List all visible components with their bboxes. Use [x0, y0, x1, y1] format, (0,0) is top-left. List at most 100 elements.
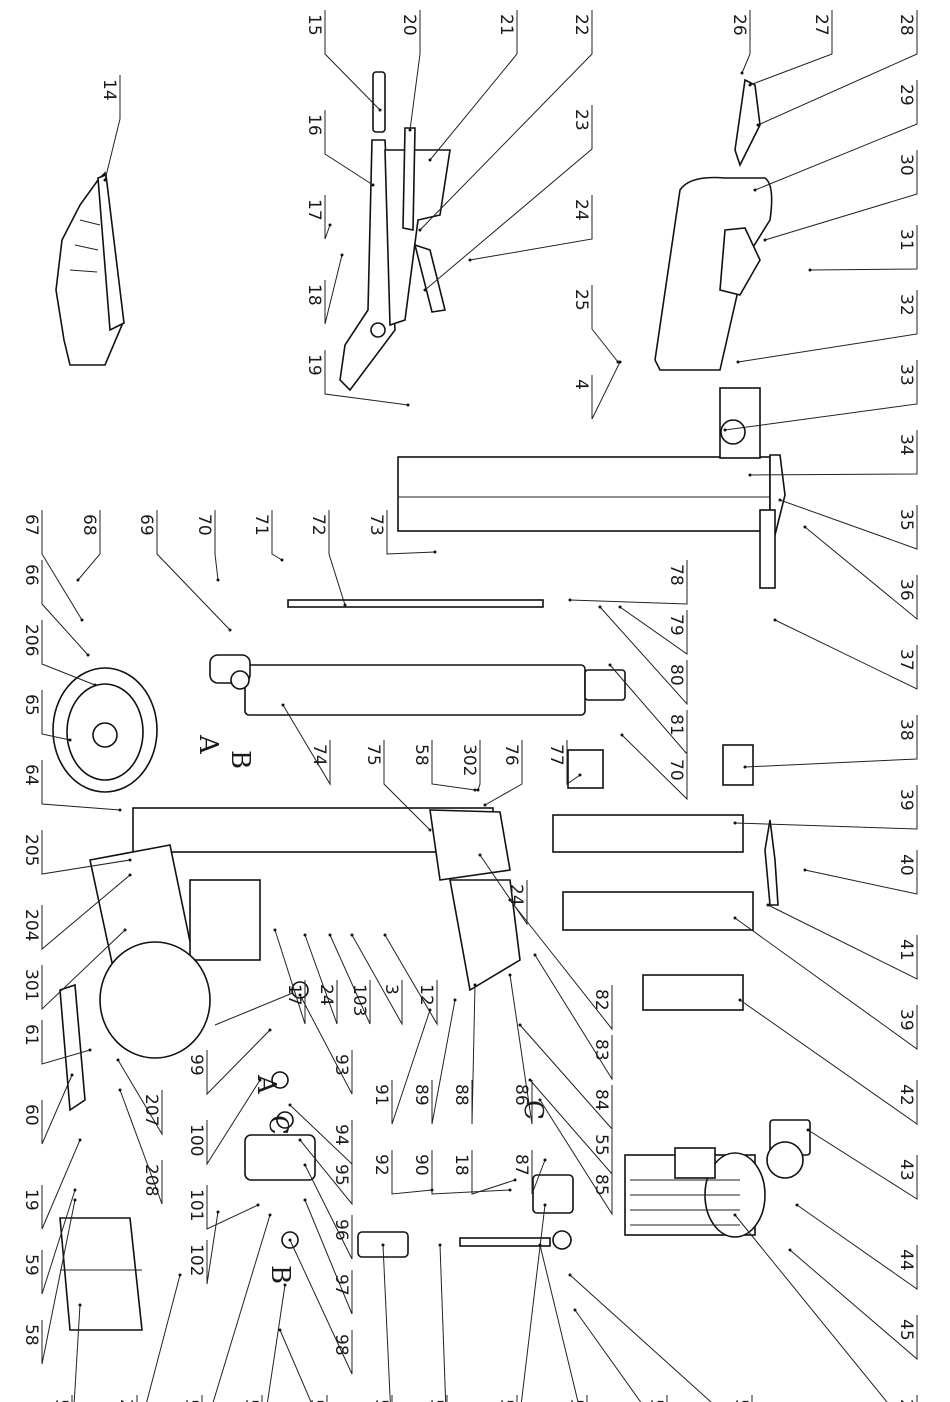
leader-dot-36 — [803, 525, 807, 529]
callout-label-36: 36 — [896, 579, 916, 601]
callout-label-58b: 58 — [21, 1324, 41, 1346]
leader-dot-73 — [433, 550, 437, 554]
callout-label-14: 14 — [99, 79, 119, 101]
callout-label-25: 25 — [571, 289, 591, 311]
leader-line-68 — [77, 510, 101, 581]
leader-dot-28b — [178, 1273, 182, 1277]
callout-label-12: 12 — [416, 984, 436, 1006]
leader-line-71 — [271, 510, 283, 561]
leader-dot-18a — [340, 253, 344, 257]
callout-label-31: 31 — [896, 229, 916, 251]
leader-dot-84 — [518, 1023, 522, 1027]
callout-label-19b: 19 — [21, 1189, 41, 1211]
leader-dot-21 — [428, 158, 432, 162]
leader-dot-66 — [86, 653, 90, 657]
leader-dot-37 — [773, 618, 777, 622]
leader-line-35 — [779, 499, 918, 550]
callout-label-96: 96 — [331, 1219, 351, 1241]
leader-dot-69 — [228, 628, 232, 632]
callout-label-102: 102 — [186, 1244, 206, 1276]
leader-line-32 — [737, 290, 918, 363]
leader-line-28b — [136, 1274, 181, 1402]
leader-dot-88 — [473, 983, 477, 987]
part-41-rod — [764, 819, 779, 906]
leader-dot-51 — [543, 1203, 547, 1207]
leader-dot-17a — [328, 223, 332, 227]
callout-label-86: 86 — [511, 1084, 531, 1106]
leader-dot-20 — [408, 128, 412, 132]
callout-label-61: 61 — [21, 1024, 41, 1046]
callout-label-67: 67 — [21, 514, 41, 536]
leader-dot-59 — [73, 1188, 77, 1192]
leader-dot-80 — [598, 605, 602, 609]
leader-dot-61 — [88, 1048, 92, 1052]
callout-label-30: 30 — [896, 154, 916, 176]
callout-label-15: 15 — [304, 14, 324, 36]
leader-line-60 — [41, 1074, 73, 1145]
part-51-pump — [459, 1174, 574, 1250]
part-frame — [89, 807, 521, 1059]
leader-line-17a — [324, 195, 331, 240]
callout-label-17a: 17 — [304, 199, 324, 221]
leader-dot-33 — [723, 428, 727, 432]
callout-label-202: 202 — [896, 1399, 916, 1402]
leader-line-22 — [419, 10, 593, 231]
leader-line-19b — [41, 1139, 81, 1230]
callout-label-41: 41 — [896, 939, 916, 961]
callout-label-80: 80 — [666, 664, 686, 686]
leader-dot-87 — [543, 1158, 547, 1162]
callout-label-22: 22 — [571, 14, 591, 36]
leader-dot-23 — [423, 288, 427, 292]
callout-label-18b: 18 — [451, 1154, 471, 1176]
leader-dot-81 — [608, 663, 612, 667]
callout-label-39a: 39 — [896, 789, 916, 811]
callout-label-71: 71 — [251, 514, 271, 536]
leader-dot-94 — [288, 1103, 292, 1107]
leader-line-39a — [734, 785, 918, 830]
leader-dot-54b — [573, 1308, 577, 1312]
leader-dot-52 — [438, 1243, 442, 1247]
callout-label-204: 204 — [21, 909, 41, 941]
leader-dot-79 — [618, 605, 622, 609]
part-77-plate — [567, 749, 604, 789]
leader-line-37 — [774, 619, 918, 690]
callout-label-21: 21 — [496, 14, 516, 36]
leader-line-81 — [609, 664, 688, 756]
leader-dot-99 — [268, 1028, 272, 1032]
part-39-plate-b — [562, 891, 754, 931]
leader-line-19a — [324, 350, 409, 406]
callout-label-76: 76 — [501, 744, 521, 766]
callout-label-58a: 58 — [411, 744, 431, 766]
leader-dot-57 — [78, 1303, 82, 1307]
leader-line-97 — [304, 1199, 353, 1315]
callout-label-95: 95 — [331, 1164, 351, 1186]
callout-label-32: 32 — [896, 294, 916, 316]
leader-dot-26 — [740, 71, 744, 75]
leader-dot-15 — [378, 108, 382, 112]
callout-label-68: 68 — [79, 514, 99, 536]
leader-dot-42 — [738, 998, 742, 1002]
leader-dot-70a — [216, 578, 220, 582]
callout-label-24b: 24 — [506, 884, 526, 906]
leader-line-24b — [479, 854, 528, 926]
leader-line-69 — [156, 510, 231, 631]
leader-dot-43 — [806, 1128, 810, 1132]
leader-dot-93 — [298, 993, 302, 997]
callout-label-33: 33 — [896, 364, 916, 386]
callout-label-84: 84 — [591, 1089, 611, 1111]
leader-dot-89 — [453, 998, 457, 1002]
leader-dot-18b — [513, 1178, 517, 1182]
port-marker-C1: C — [263, 1115, 293, 1135]
part-35-column — [397, 387, 786, 589]
callout-label-205: 205 — [21, 834, 41, 866]
leader-dot-67 — [80, 618, 84, 622]
leader-line-70b — [621, 734, 688, 801]
leader-line-205 — [41, 830, 131, 875]
leader-line-64 — [41, 760, 121, 811]
leader-dot-19a — [406, 403, 410, 407]
leader-line-96 — [304, 1164, 353, 1260]
callout-label-206: 206 — [21, 624, 41, 656]
leader-line-206 — [41, 620, 96, 686]
